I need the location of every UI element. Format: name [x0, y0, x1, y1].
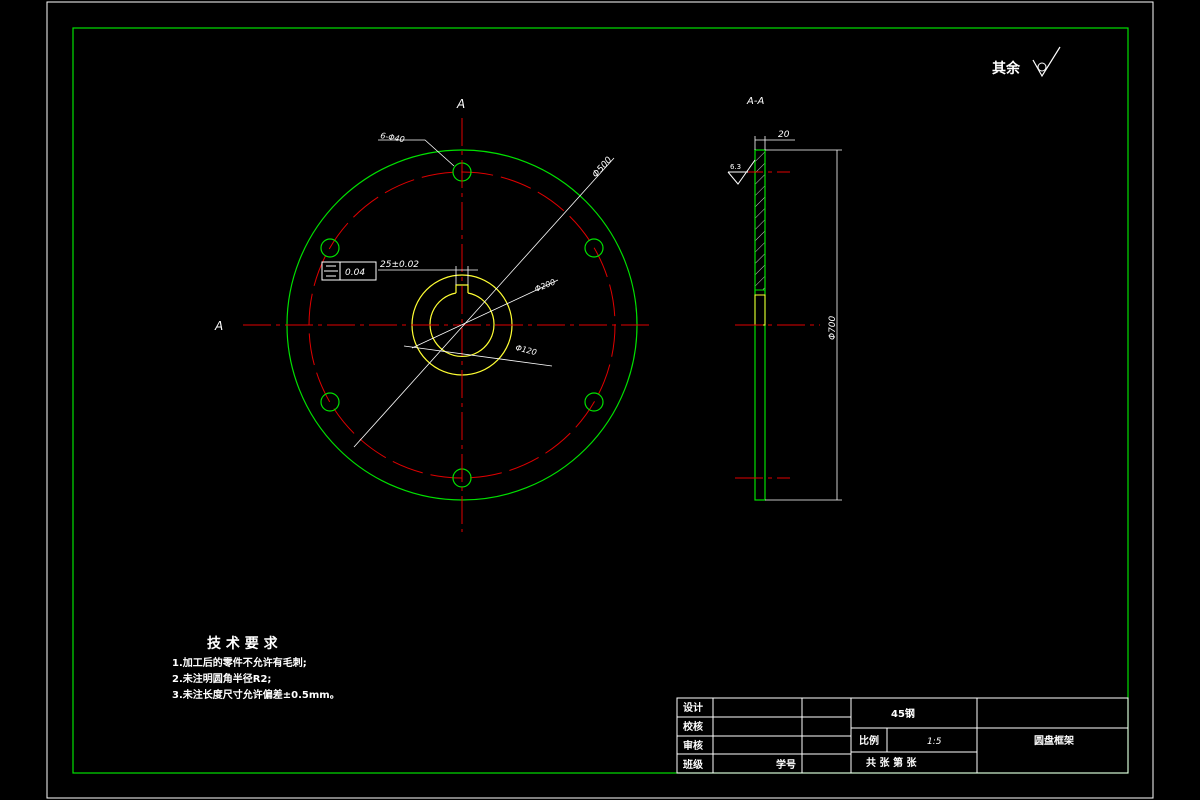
svg-text:其余: 其余 [992, 60, 1021, 77]
bore-outline [429, 292, 495, 357]
tech-requirement-item: 3.未注长度尺寸允许偏差±0.5mm。 [172, 688, 340, 701]
title-block: 设计 校核 审核 班级 学号 45钢 比例 1:5 共 张 第 张 圆盘框架 [676, 697, 1129, 774]
side-roughness-icon [727, 159, 756, 185]
pitch-dia-dim-line [411, 279, 559, 349]
symmetry-icon [324, 265, 338, 277]
thickness-label: 20 [778, 130, 790, 140]
height-dia-label: Φ700 [828, 315, 838, 340]
bolt-hole [584, 238, 604, 258]
title-block-scale-label: 比例 [859, 734, 879, 747]
bolt-hole [320, 238, 340, 258]
sheet-outer-border [46, 1, 1154, 799]
title-block-student-no: 学号 [776, 758, 796, 771]
holes-callout-leader [378, 139, 455, 167]
tech-requirements-title: 技 术 要 求 [207, 635, 279, 652]
section-label-left: A [214, 319, 223, 333]
general-roughness-note: 其余 [992, 46, 1061, 78]
symmetry-tolerance-frame: 0.04 [321, 261, 377, 281]
tech-requirement-item: 2.未注明圆角半径R2; [172, 672, 271, 685]
keyway-section [754, 294, 766, 326]
title-block-material: 45钢 [891, 707, 915, 720]
tech-requirement-item: 1.加工后的零件不允许有毛刺; [172, 656, 307, 669]
section-view-title: A-A [746, 96, 764, 107]
title-block-checker: 校核 [683, 720, 703, 733]
outer-dia-label: Φ500 [591, 155, 615, 180]
bolt-hole [584, 392, 604, 412]
roughness-symbol-icon [1032, 46, 1061, 78]
roughness-circle-icon [1037, 62, 1047, 72]
section-label-top: A [456, 97, 465, 111]
title-block-class: 班级 [683, 758, 704, 771]
bore-dim-line [403, 345, 553, 367]
side-roughness-value: 6.3 [730, 163, 741, 171]
symmetry-tolerance-value: 0.04 [345, 268, 365, 278]
title-block-designer: 设计 [683, 701, 703, 714]
drawing-frame [72, 27, 1129, 774]
pitch-dia-label: Φ200 [533, 277, 556, 293]
title-block-reviewer: 审核 [683, 739, 703, 752]
title-block-scale-value: 1:5 [927, 737, 942, 747]
outer-dia-dim-line [353, 157, 615, 448]
bore-with-keyway [455, 284, 469, 293]
bore-callout-label: Φ120 [515, 343, 538, 357]
section-view: A-A 20 6.3 Φ700 [727, 96, 842, 501]
title-block-sheets: 共 张 第 张 [866, 756, 917, 769]
holes-callout-label: 6-Φ40 [380, 131, 406, 144]
tech-requirements: 技 术 要 求 1.加工后的零件不允许有毛刺; 2.未注明圆角半径R2; 3.未… [172, 635, 340, 701]
hatched-upper [755, 150, 765, 290]
title-block-part-name: 圆盘框架 [1034, 734, 1074, 747]
bolt-hole [320, 392, 340, 412]
keyway-width-label: 25±0.02 [380, 260, 419, 270]
front-view: A A Φ500 6-Φ40 Φ200 Φ120 25±0.02 0.04 [214, 97, 650, 532]
